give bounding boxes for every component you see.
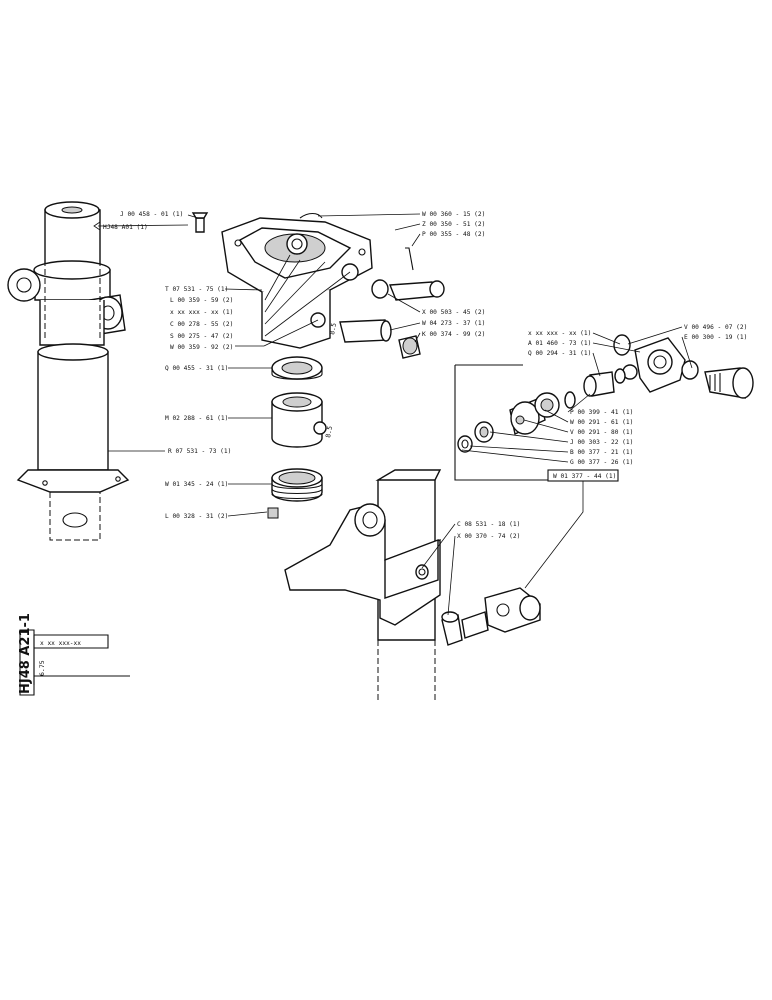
edition: 6.75 <box>38 660 46 676</box>
label-m-02-288-61: M 02 288 - 61 (1) <box>165 415 228 422</box>
label-b-00-377-21: B 00 377 - 21 (1) <box>570 449 633 456</box>
label-s-00-275-47: S 00 275 - 47 (2) <box>170 333 233 340</box>
label-w-00-360-15: W 00 360 - 15 (2) <box>422 211 485 218</box>
leader-lines <box>93 213 693 616</box>
part-labels: J 00 458 - 01 (1) HJ48 A01 (1) W 00 360 … <box>103 211 747 540</box>
label-j-00-303-22: J 00 303 - 22 (1) <box>570 439 633 446</box>
label-p-00-355-48: P 00 355 - 48 (2) <box>422 231 485 238</box>
threaded-ring <box>271 468 323 502</box>
part-mark-b: 8.5 <box>324 425 334 438</box>
label-x-00-503-45: X 00 503 - 45 (2) <box>422 309 485 316</box>
label-t-07-531-75: T 07 531 - 75 (1) <box>165 286 228 293</box>
part-mark-a: 8.5 <box>328 322 338 335</box>
reference-number: x xx xxx-xx <box>40 640 81 647</box>
lower-mount <box>284 469 442 700</box>
label-a-01-460-73: A 01 460 - 73 (1) <box>528 340 591 347</box>
label-c-00-278-55: C 00 278 - 55 (2) <box>170 321 233 328</box>
grease-nipple <box>191 212 209 233</box>
set-screw <box>267 507 279 519</box>
label-q-00-455-31: Q 00 455 - 31 (1) <box>165 365 228 372</box>
label-c-08-531-18: C 08 531 - 18 (1) <box>457 521 520 528</box>
label-q-00-294-31: Q 00 294 - 31 (1) <box>528 350 591 357</box>
label-w-01-377-44: W 01 377 - 44 (1) <box>553 473 616 480</box>
label-w-04-273-37: W 04 273 - 37 (1) <box>422 320 485 327</box>
label-w-00-359-92: W 00 359 - 92 (2) <box>170 344 233 351</box>
seal-ring <box>271 356 323 380</box>
label-g-00-377-26: G 00 377 - 26 (1) <box>570 459 633 466</box>
top-housing <box>221 217 373 349</box>
label-v-00-496-07: V 00 496 - 07 (2) <box>684 324 747 331</box>
detail-parts <box>457 334 754 453</box>
label-x-00-370-74: X 00 370 - 74 (2) <box>457 533 520 540</box>
label-e-00-300-19: E 00 300 - 19 (1) <box>684 334 747 341</box>
label-k-00-374-99: K 00 374 - 99 (2) <box>422 331 485 338</box>
label-z-00-350-51: Z 00 350 - 51 (2) <box>422 221 485 228</box>
label-x-xx-xxx-xx-b: x xx xxx - xx (1) <box>528 330 591 337</box>
detail-box <box>454 364 619 589</box>
label-x-xx-xxx-xx-a: x xx xxx - xx (1) <box>170 309 233 316</box>
title-block: HJ48 A21-1 6.75 x xx xxx-xx <box>18 613 130 696</box>
column-assembly <box>7 201 130 541</box>
label-r-07-531-73: R 07 531 - 73 (1) <box>168 448 231 455</box>
label-v-00-291-80: V 00 291 - 80 (1) <box>570 429 633 436</box>
label-l-00-359-59: L 00 359 - 59 (2) <box>170 297 233 304</box>
drawing-number: HJ48 A21-1 <box>18 613 33 694</box>
label-l-00-328-31: L 00 328 - 31 (2) <box>165 513 228 520</box>
label-hj48-a01: HJ48 A01 (1) <box>103 224 148 231</box>
bushing: 8.5 <box>271 392 334 448</box>
label-p-00-399-41: P 00 399 - 41 (1) <box>570 409 633 416</box>
elbow-valve <box>441 587 541 646</box>
pins: 8.5 <box>299 212 445 359</box>
label-w-00-291-61: W 00 291 - 61 (1) <box>570 419 633 426</box>
label-w-01-345-24: W 01 345 - 24 (1) <box>165 481 228 488</box>
label-j-00-458-01: J 00 458 - 01 (1) <box>120 211 183 218</box>
